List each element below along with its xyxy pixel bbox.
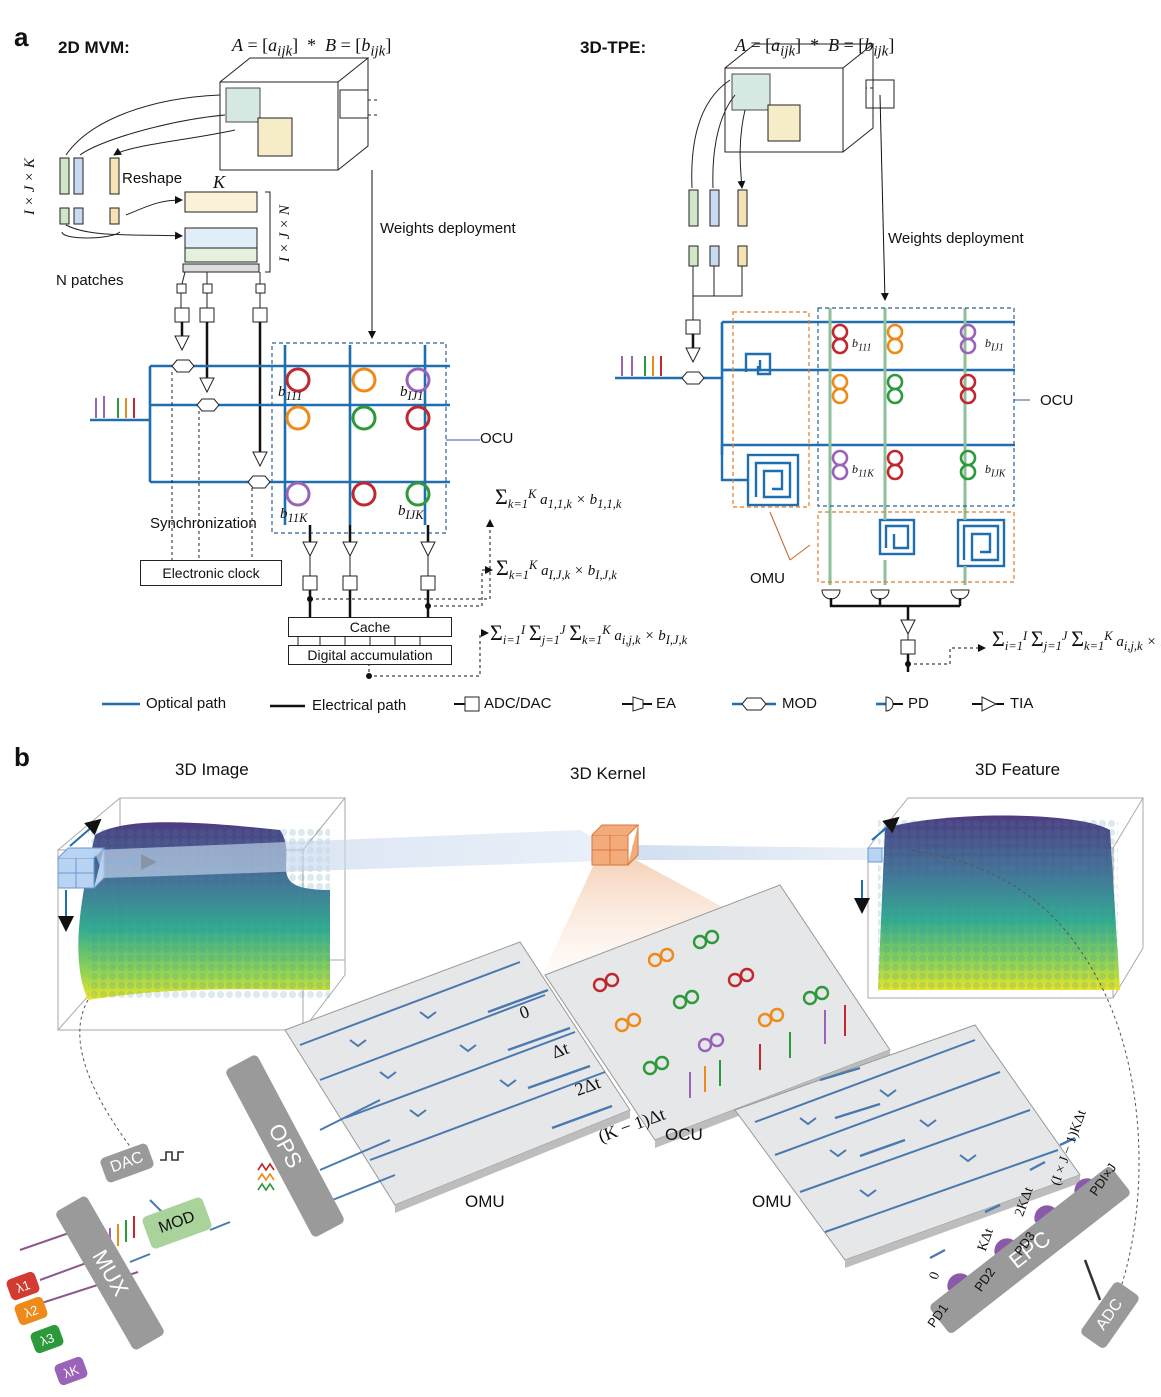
image-beam [94,830,632,878]
panel-b-label: b [14,742,30,772]
tpe-bijk: bIJK [985,462,1006,480]
panel-a-label: a [14,22,29,52]
b111-label: b111 [278,384,303,403]
bijk-label: bIJK [398,503,424,522]
mvm-equation: A = [aijk] * B = [bijk] [232,35,392,60]
omu-left-label: OMU [465,1192,505,1211]
mvm-optical-bus [90,345,450,525]
mvm-electrical-lines [180,322,262,452]
tpe-ocu-waveguides [828,308,967,585]
digital-accumulation-box: Digital accumulation [288,645,452,665]
ocu-chip-label: OCU [665,1125,703,1144]
mvm-reshaped-matrix [182,191,260,273]
tpe-tensor-cube [724,43,895,153]
mvm-ocu-box [271,342,447,534]
tpe-equation: A = [aijk] * B = [bijk] [735,35,895,60]
kernel-title: 3D Kernel [570,764,646,783]
legend-tia: TIA [1010,695,1034,712]
legend-adc-dac: ADC/DAC [484,695,552,712]
tpe-weights-label: Weights deployment [888,230,1024,247]
omu-left-chip [284,941,631,1213]
tpe-b11k: b11K [852,462,874,480]
k-label: K [213,172,226,192]
omu-right-label: OMU [752,1192,792,1211]
legend-pd: PD [908,695,929,712]
legend-electrical: Electrical path [312,697,407,714]
mvm-ocu-label: OCU [480,430,514,447]
mvm-title: 2D MVM: [58,38,130,57]
tpe-ocu-label: OCU [1040,392,1074,409]
ijn-label: I × J × N [277,205,293,262]
sync-label: Synchronization [150,515,257,532]
image-kernel-cube [57,847,106,889]
ijk-label: I × J × K [22,158,38,215]
tpe-title: 3D-TPE: [580,38,647,57]
tpe-optical-bus [615,320,1015,455]
reshape-label: Reshape [122,170,183,187]
sum-1: Σk=1K a1,1,k × b1,1,k [495,484,622,511]
tpe-omu-spirals [720,352,1006,568]
legend-mod: MOD [782,695,817,712]
legend-ea: EA [656,695,677,712]
mvm-rings [285,367,431,507]
tpe-bij1: bIJ1 [985,336,1004,354]
sum-3: Σi=1I Σj=1J Σk=1K ai,j,k × bI,J,k [490,620,688,647]
cache-box: Cache [288,617,452,637]
mvm-reshape-columns [59,157,120,225]
legend-optical: Optical path [146,695,227,712]
omu-right-chip [734,1024,1081,1268]
tpe-rings [831,323,977,481]
image-title: 3D Image [175,760,249,779]
tpe-b111: b111 [852,336,872,354]
sum-2: Σk=1K aI,J,k × bI,J,k [496,555,617,582]
feature-title: 3D Feature [975,760,1061,779]
mvm-modulators [171,359,271,489]
tpe-sum: Σi=1I Σj=1J Σk=1K ai,j,k × bi,j,k [992,626,1161,653]
tpe-omu-label: OMU [750,570,785,587]
bij1-label: bIJ1 [400,384,424,403]
legend-icons [102,696,1004,712]
electronic-clock-box: Electronic clock [140,560,282,586]
mvm-tensor-cube [219,57,370,171]
mvm-weights-label: Weights deployment [380,220,516,237]
mvm-wavelength-arrows [95,396,135,418]
kernel-cube [591,824,640,866]
b11k-label: b11K [280,506,308,525]
n-patches-label: N patches [56,272,124,289]
